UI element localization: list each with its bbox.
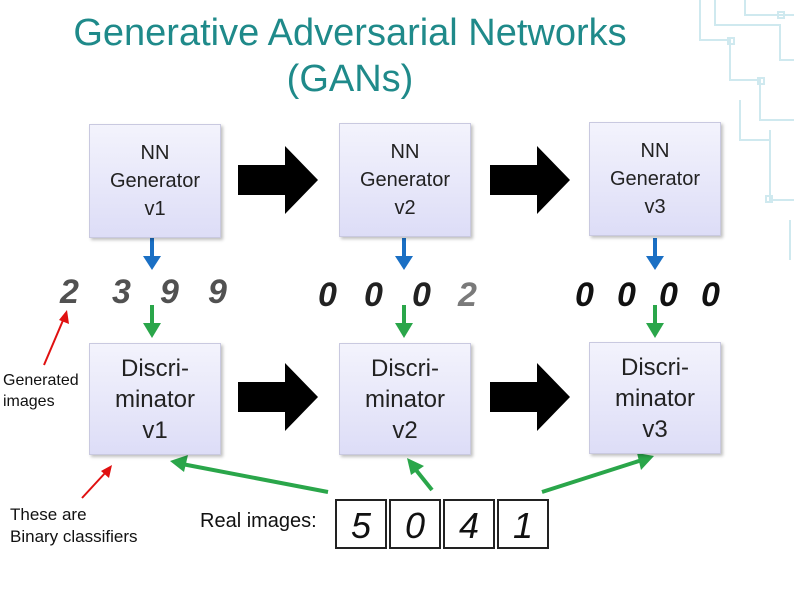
generated-digit: 0 [364, 276, 383, 314]
discriminator-label: Discri- [621, 353, 689, 381]
generated-digit: 9 [208, 273, 227, 311]
green-arrows [143, 305, 664, 494]
generated-samples-v2: 0 0 0 2 [318, 276, 477, 314]
generated-digit: 0 [575, 276, 594, 314]
generator-version: v2 [394, 197, 416, 219]
real-digit: 5 [351, 505, 372, 546]
generated-digit: 0 [617, 276, 636, 314]
discriminator-version: v1 [142, 416, 168, 444]
generated-digit: 2 [457, 276, 477, 314]
real-image-tile [443, 499, 495, 549]
generated-samples-v1: 2 3 9 9 [59, 273, 227, 311]
binary-classifiers-note: These are Binary classifiers [10, 504, 138, 548]
generated-digit: 0 [701, 276, 720, 314]
discriminator-label: Discri- [121, 354, 189, 382]
discriminator-version: v2 [392, 416, 418, 444]
real-digit: 4 [459, 505, 479, 546]
discriminator-box-v2: Discri- minator v2 [339, 343, 471, 455]
real-digit: 1 [513, 505, 533, 546]
discriminator-label: minator [114, 385, 196, 413]
real-image-tile [497, 499, 549, 549]
generator-version: v3 [644, 196, 666, 218]
generator-label: Generator [359, 169, 451, 191]
generator-label: NN [390, 141, 420, 163]
title-line-1: Generative Adversarial Networks [73, 12, 627, 54]
block-arrow-gen-2-3 [490, 146, 570, 214]
generated-images-note: Generated images [3, 370, 79, 412]
discriminator-box-v1: Discri- minator v1 [89, 343, 221, 455]
block-arrow-disc-2-3 [490, 363, 570, 431]
generator-label: NN [640, 140, 670, 162]
title-line-2: (GANs) [286, 58, 414, 100]
classifier-note-line-1: These are [10, 505, 87, 524]
discriminator-box-v3: Discri- minator v3 [589, 342, 721, 454]
generated-digit: 2 [59, 273, 79, 311]
generator-version: v1 [144, 198, 166, 220]
generator-box-v2: NN Generator v2 [339, 123, 471, 237]
generator-box-v1: NN Generator v1 [89, 124, 221, 238]
discriminator-label: minator [614, 384, 696, 412]
discriminator-label: Discri- [371, 354, 439, 382]
real-digit: 0 [405, 505, 425, 546]
block-arrow-disc-1-2 [238, 363, 318, 431]
block-arrow-gen-1-2 [238, 146, 318, 214]
block-arrows [238, 146, 570, 431]
discriminator-version: v3 [642, 415, 668, 443]
classifier-note-line-2: Binary classifiers [10, 527, 138, 546]
circuit-decoration [699, 0, 794, 260]
generated-note-line-1: Generated [3, 372, 79, 389]
real-image-tile [389, 499, 441, 549]
real-images-label: Real images: [200, 510, 317, 532]
real-samples: 5 0 4 1 [335, 499, 549, 549]
generated-digit: 9 [160, 273, 179, 311]
discriminator-label: minator [364, 385, 446, 413]
generated-digit: 3 [112, 273, 131, 311]
real-image-tile [335, 499, 387, 549]
red-arrows [43, 310, 112, 499]
generator-label: Generator [109, 170, 201, 192]
generator-label: NN [140, 142, 170, 164]
generated-note-line-2: images [3, 393, 55, 410]
generated-digit: 0 [412, 276, 431, 314]
generator-box-v3: NN Generator v3 [589, 122, 721, 236]
generated-samples-v3: 0 0 0 0 [575, 276, 720, 314]
generator-label: Generator [609, 168, 701, 190]
generated-digit: 0 [659, 276, 678, 314]
page-title: Generative Adversarial Networks (GANs) [0, 10, 700, 102]
blue-arrows [143, 238, 664, 270]
generated-digit: 0 [318, 276, 337, 314]
